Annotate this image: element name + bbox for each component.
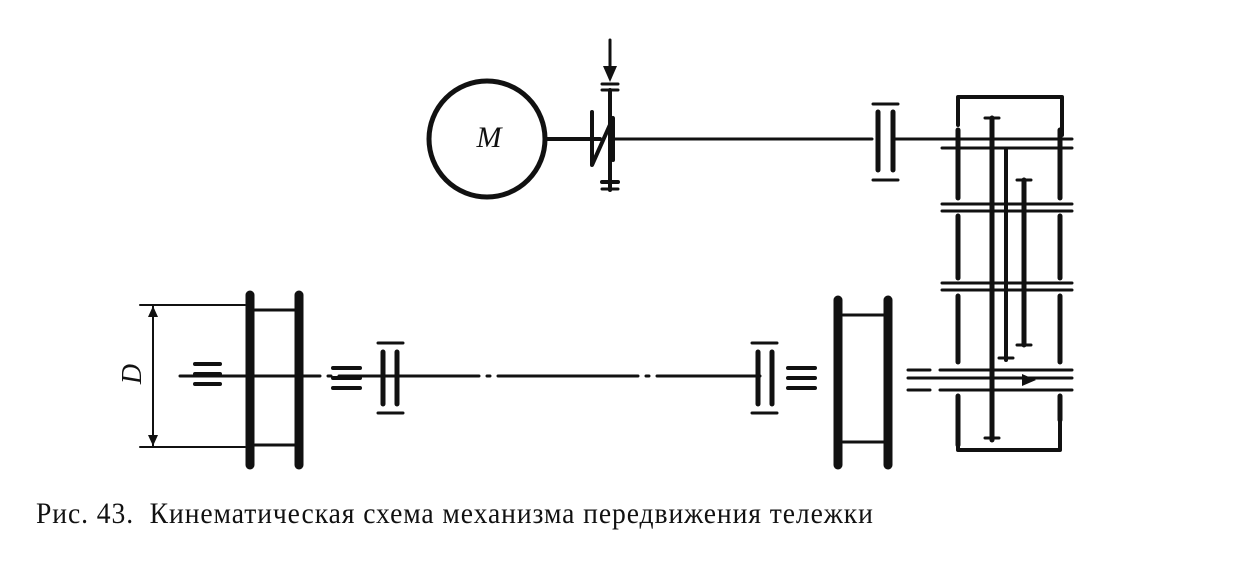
figure-caption: Рис. 43. Кинематическая схема механизма …: [36, 497, 1122, 545]
motor: [426, 78, 602, 200]
brake-arrow-head: [603, 66, 617, 82]
upper-shaft: [610, 102, 952, 182]
lower-shaft: [178, 290, 942, 470]
gearbox-output-arrow: [1022, 374, 1036, 386]
diameter-label: D: [117, 363, 148, 385]
brake: [590, 38, 620, 192]
gearbox: [938, 95, 1074, 452]
figure-title: Кинематическая схема механизма передвиже…: [149, 497, 874, 530]
gearbox-housing-bottom: [956, 398, 1062, 452]
figure-number: Рис. 43.: [36, 497, 135, 530]
motor-label: M: [476, 121, 502, 154]
gearbox-housing-top: [956, 95, 1064, 137]
diameter-dimension: [139, 304, 246, 448]
